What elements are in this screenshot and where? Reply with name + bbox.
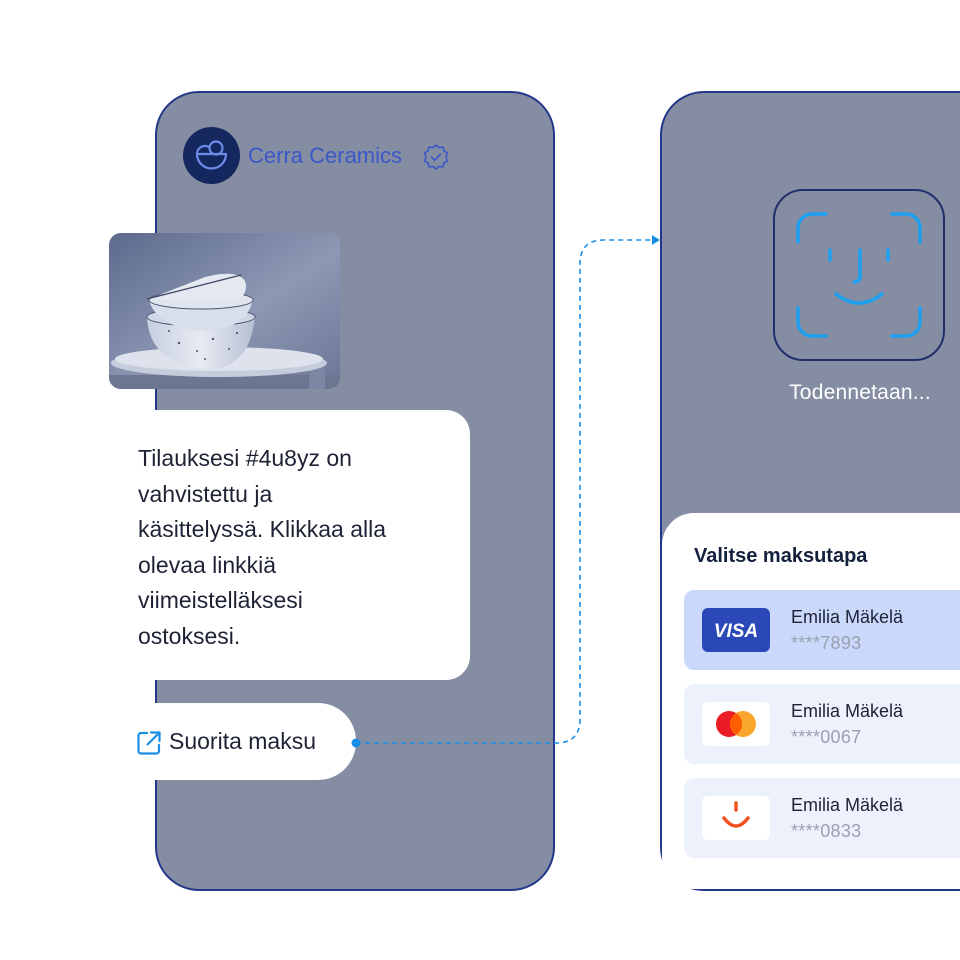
svg-text:VISA: VISA	[714, 621, 758, 642]
card-number: ****7893	[791, 633, 862, 653]
complete-payment-label[interactable]: Suorita maksu	[169, 728, 317, 754]
payment-card-visa[interactable]: VISA Emilia Mäkelä ****7893	[684, 590, 960, 670]
brand-logo-icon	[183, 127, 240, 184]
order-confirmation-message: Tilauksesi #4u8yz on vahvistettu ja käsi…	[108, 410, 470, 680]
payment-card-mastercard[interactable]: Emilia Mäkelä ****0067	[684, 684, 960, 764]
external-link-icon	[137, 731, 161, 755]
sheet-title: Valitse maksutapa	[694, 545, 868, 567]
card-number: ****0067	[791, 727, 862, 747]
product-photo-bowls	[109, 233, 340, 389]
card-holder-name: Emilia Mäkelä	[791, 701, 904, 721]
message-text: Tilauksesi #4u8yz on vahvistettu ja käsi…	[138, 445, 386, 649]
payment-card-smile[interactable]: Emilia Mäkelä ****0833	[684, 778, 960, 858]
brand-name: Cerra Ceramics	[248, 143, 403, 168]
verified-badge-icon	[423, 144, 449, 170]
face-id-frame	[773, 189, 945, 361]
card-holder-name: Emilia Mäkelä	[791, 607, 904, 627]
verifying-status: Todennetaan...	[789, 381, 931, 404]
smile-logo	[702, 796, 770, 840]
card-holder-name: Emilia Mäkelä	[791, 795, 904, 815]
card-number: ****0833	[791, 821, 862, 841]
mastercard-logo	[702, 702, 770, 746]
face-id-icon	[796, 212, 922, 338]
visa-logo: VISA	[702, 608, 770, 652]
